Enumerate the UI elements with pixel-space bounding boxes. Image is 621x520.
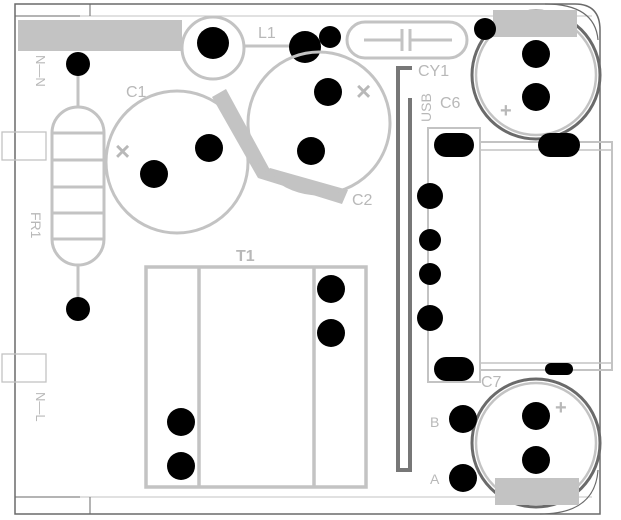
t1-pad-4 bbox=[167, 452, 195, 480]
fr1-pad-1 bbox=[66, 52, 90, 76]
t1-pad-3 bbox=[167, 408, 195, 436]
component-usb bbox=[417, 127, 613, 383]
c6-polarity-mark: + bbox=[500, 100, 512, 122]
c2-polarity-mark: × bbox=[356, 76, 371, 106]
c7-pad-1 bbox=[522, 402, 550, 430]
copper-pad-top-left bbox=[18, 20, 182, 51]
component-c1: C1 × bbox=[104, 84, 250, 235]
c2-pad-1 bbox=[314, 78, 342, 106]
c1-label: C1 bbox=[126, 84, 147, 101]
c7-polarity-mark: + bbox=[555, 397, 567, 419]
input-label-bottom: N—L bbox=[33, 392, 48, 422]
t1-label: T1 bbox=[236, 248, 255, 265]
input-terminal-top: N—N bbox=[1, 20, 182, 161]
c1-pad-2 bbox=[195, 134, 223, 162]
t1-pad-1 bbox=[317, 275, 345, 303]
copper-trace bbox=[212, 89, 348, 204]
usb-pin-1 bbox=[417, 183, 443, 209]
fr1-label: FR1 bbox=[28, 212, 44, 239]
component-cy1: CY1 bbox=[345, 20, 469, 472]
c6-pad-1 bbox=[522, 40, 550, 68]
input-terminal-bottom: N—L bbox=[1, 353, 48, 422]
t1-pad-2 bbox=[317, 319, 345, 347]
pin-a-pad bbox=[449, 464, 477, 492]
pin-b-label: B bbox=[430, 414, 439, 430]
output-pins: B A bbox=[430, 405, 477, 492]
pin-b-pad bbox=[449, 405, 477, 433]
usb-label: USB bbox=[418, 93, 434, 122]
c6-pad-2 bbox=[522, 83, 550, 111]
component-c7: C7 + bbox=[470, 374, 602, 509]
pin-a-label: A bbox=[430, 471, 440, 487]
usb-shell-pad-1 bbox=[434, 133, 474, 157]
c6-label: C6 bbox=[440, 95, 461, 112]
c6-pad-square bbox=[493, 10, 577, 37]
c6-pad-3 bbox=[474, 18, 496, 40]
usb-pin-4 bbox=[417, 305, 443, 331]
component-t1: T1 bbox=[144, 248, 368, 489]
c2-pad-2 bbox=[297, 137, 325, 165]
usb-shell-pad-4 bbox=[545, 363, 573, 375]
usb-shell-pad-2 bbox=[538, 133, 580, 157]
l1-pad-3 bbox=[319, 26, 341, 48]
c7-pad-square bbox=[495, 478, 579, 505]
board-outline bbox=[14, 3, 601, 515]
l1-pad-1 bbox=[197, 27, 229, 59]
cy1-label: CY1 bbox=[418, 63, 449, 80]
c1-pad-1 bbox=[140, 160, 168, 188]
fr1-pad-2 bbox=[66, 297, 90, 321]
component-c6: C6 + bbox=[440, 9, 602, 141]
usb-pin-2 bbox=[419, 229, 441, 251]
c2-label: C2 bbox=[352, 192, 373, 209]
c1-polarity-mark: × bbox=[115, 136, 130, 166]
l1-label: L1 bbox=[258, 25, 276, 42]
input-label-top: N—N bbox=[33, 55, 48, 87]
c7-label: C7 bbox=[481, 374, 502, 391]
c7-pad-2 bbox=[522, 446, 550, 474]
component-c2: C2 × bbox=[246, 50, 392, 209]
usb-shell-pad-3 bbox=[434, 357, 474, 381]
component-fr1: FR1 bbox=[28, 52, 106, 321]
component-l1: L1 bbox=[180, 15, 341, 81]
usb-pin-3 bbox=[419, 263, 441, 285]
